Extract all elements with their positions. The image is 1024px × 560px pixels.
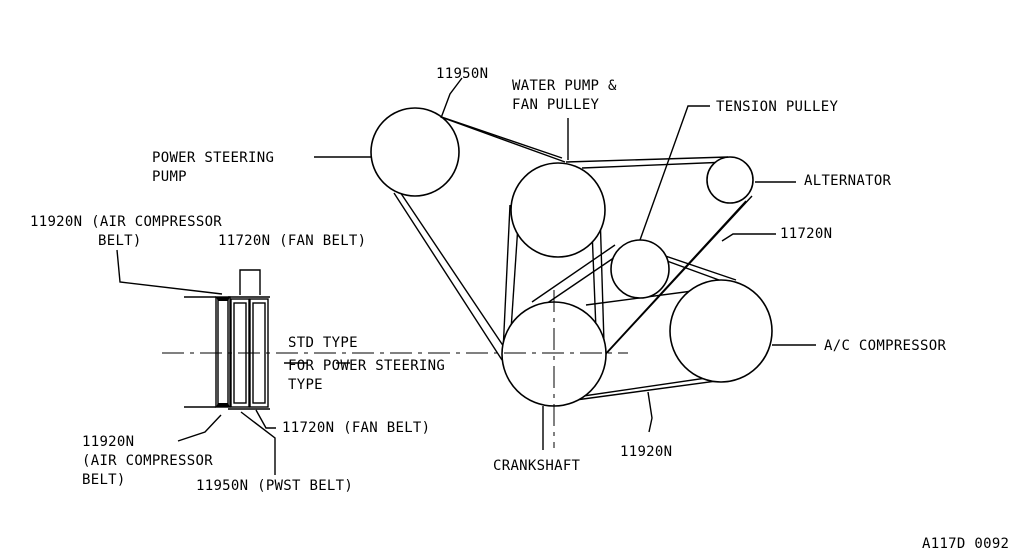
power-steering-label-line1: POWER STEERING bbox=[152, 150, 274, 166]
for-power-steering-line2: TYPE bbox=[288, 377, 323, 393]
ac-compressor-pulley bbox=[669, 279, 773, 383]
power-steering-label-line2: PUMP bbox=[152, 169, 187, 185]
water-pump-fan-pulley bbox=[510, 162, 606, 258]
crankshaft-pulley-cross-section bbox=[184, 296, 270, 410]
belt-11920n-label: 11920N bbox=[620, 444, 672, 460]
crankshaft-pulley bbox=[501, 301, 607, 407]
ac-compressor-label: A/C COMPRESSOR bbox=[824, 338, 946, 354]
belt-11720n-label: 11720N bbox=[780, 226, 832, 242]
air-compressor-belt-bottom-line2: (AIR COMPRESSOR bbox=[82, 453, 213, 469]
air-compressor-belt-top-line2: BELT) bbox=[98, 233, 142, 249]
std-type-label: STD TYPE bbox=[288, 335, 358, 351]
water-pump-label-line1: WATER PUMP & bbox=[512, 78, 617, 94]
air-compressor-belt-bottom-line1: 11920N bbox=[82, 434, 134, 450]
leader-lines bbox=[116, 77, 816, 475]
fan-belt-top-label: 11720N (FAN BELT) bbox=[218, 233, 366, 249]
fan-belt-bottom-label: 11720N (FAN BELT) bbox=[282, 420, 430, 436]
air-compressor-belt-top-line1: 11920N (AIR COMPRESSOR bbox=[30, 214, 222, 230]
pwst-belt-label: 11950N (PWST BELT) bbox=[196, 478, 353, 494]
alternator-label: ALTERNATOR bbox=[804, 173, 892, 189]
tension-pulley-label: TENSION PULLEY bbox=[716, 99, 838, 115]
air-compressor-belt-bottom-line3: BELT) bbox=[82, 472, 126, 488]
for-power-steering-line1: FOR POWER STEERING bbox=[288, 358, 445, 374]
water-pump-label-line2: FAN PULLEY bbox=[512, 97, 600, 113]
tension-pulley bbox=[610, 239, 670, 299]
crankshaft-label: CRANKSHAFT bbox=[493, 458, 581, 474]
figure-id-label: A117D 0092 bbox=[922, 536, 1009, 552]
fan-belt-11720n bbox=[502, 156, 753, 363]
alternator-pulley bbox=[706, 156, 754, 204]
belt-11950n-label: 11950N bbox=[436, 66, 488, 82]
power-steering-belt-11950n bbox=[393, 107, 566, 361]
power-steering-pump-pulley bbox=[370, 107, 460, 197]
